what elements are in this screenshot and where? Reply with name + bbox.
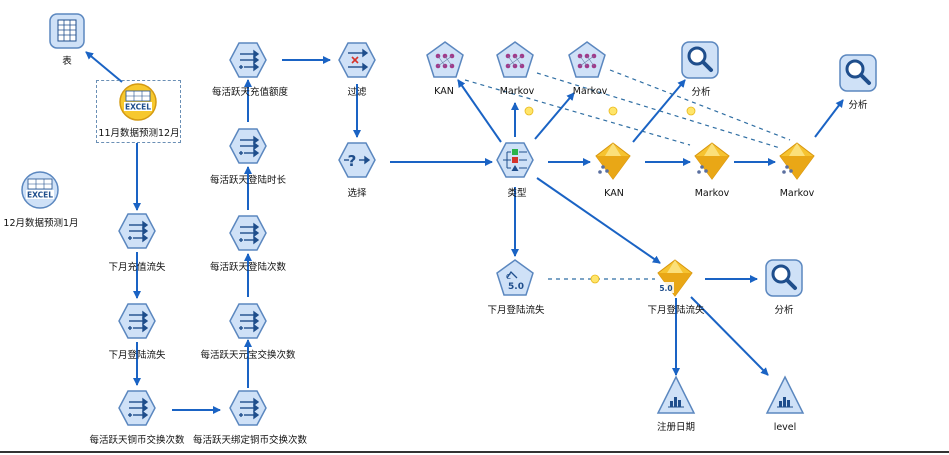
markov-model-label: Markov	[499, 86, 535, 97]
knn-nugget-icon[interactable]	[593, 141, 633, 181]
select-node-label: 选择	[347, 188, 367, 199]
derive-node-icon[interactable]	[228, 301, 268, 341]
derive-node-icon[interactable]	[228, 126, 268, 166]
analysis-node-label: 分析	[774, 305, 794, 316]
markov-nugget-icon[interactable]	[692, 141, 732, 181]
c50-model-label: 下月登陆流失	[487, 305, 545, 316]
derive-node-icon[interactable]	[117, 388, 157, 428]
c50-model-icon[interactable]: 5.0 C	[495, 258, 535, 298]
markov-nugget-label: Markov	[694, 188, 730, 199]
svg-text:?: ?	[348, 152, 357, 170]
derive-node-label: 每活跃天充值额度	[211, 87, 289, 98]
markov-model-icon[interactable]	[495, 40, 535, 80]
excel-badge: EXCEL	[27, 191, 53, 200]
derive-node-icon[interactable]	[228, 40, 268, 80]
excel-source-label: 12月数据预测1月	[3, 218, 79, 229]
filter-node-icon[interactable]	[337, 40, 377, 80]
analysis-node-label: 分析	[691, 87, 711, 98]
plot-node-icon[interactable]	[656, 375, 696, 415]
derive-node-label: 每活跃天铜币交换次数	[89, 435, 185, 446]
derive-node-icon[interactable]	[117, 301, 157, 341]
plot-node-icon[interactable]	[765, 375, 805, 415]
derive-node-icon[interactable]	[228, 213, 268, 253]
analysis-node-label: 分析	[848, 100, 868, 111]
excel-source-icon[interactable]: EXCEL	[118, 82, 158, 122]
markov-model-icon[interactable]	[567, 40, 607, 80]
derive-node-label: 每活跃天登陆时长	[209, 175, 287, 186]
c50-nugget-icon[interactable]: 5.0	[655, 258, 695, 298]
c50-badge: 5.0	[508, 282, 524, 292]
derive-node-label: 每活跃天绑定铜币交换次数	[192, 435, 308, 446]
select-node-icon[interactable]: ?	[337, 140, 377, 180]
derive-node-label: 下月充值流失	[108, 262, 166, 273]
canvas-bottom-border	[0, 451, 949, 453]
knn-nugget-label: KAN	[604, 188, 624, 199]
markov-nugget-icon[interactable]	[777, 141, 817, 181]
excel-source-label: 11月数据预测12月	[98, 128, 180, 139]
derive-node-icon[interactable]	[117, 211, 157, 251]
plot-node-label: 注册日期	[656, 422, 696, 433]
analysis-node-icon[interactable]	[764, 258, 804, 298]
derive-node-icon[interactable]	[228, 388, 268, 428]
markov-nugget-label: Markov	[779, 188, 815, 199]
c50-badge: 5.0	[659, 284, 672, 293]
derive-node-label: 每活跃天登陆次数	[209, 262, 287, 273]
knn-model-icon[interactable]	[425, 40, 465, 80]
excel-source-icon[interactable]: EXCEL	[20, 170, 60, 210]
excel-badge: EXCEL	[125, 103, 151, 112]
selection-box	[96, 80, 181, 143]
derive-node-label: 下月登陆流失	[108, 350, 166, 361]
plot-node-label: level	[773, 422, 797, 433]
markov-model-label: Markov	[572, 86, 608, 97]
type-node-label: 类型	[507, 188, 527, 199]
type-node-icon[interactable]	[495, 140, 535, 180]
svg-text:C: C	[506, 273, 511, 281]
table-node-label: 表	[62, 56, 72, 67]
table-node-icon[interactable]	[47, 11, 87, 51]
filter-node-label: 过滤	[347, 87, 367, 98]
analysis-node-icon[interactable]	[838, 53, 878, 93]
derive-node-label: 每活跃天元宝交换次数	[200, 350, 296, 361]
analysis-node-icon[interactable]	[680, 40, 720, 80]
c50-nugget-label: 下月登陆流失	[647, 305, 705, 316]
knn-model-label: KAN	[434, 86, 454, 97]
